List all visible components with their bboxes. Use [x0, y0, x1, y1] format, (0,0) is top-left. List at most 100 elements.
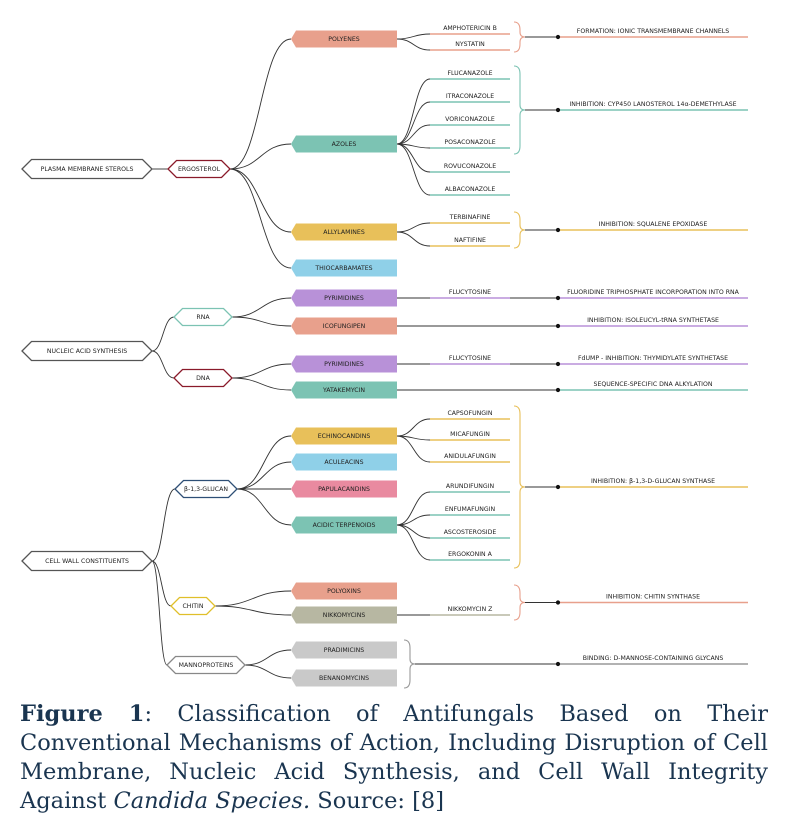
connector-line	[151, 316, 175, 352]
drug-caspofungin: CAPSOFUNGIN	[447, 410, 492, 417]
root-plasma-membrane-sterols-label: PLASMA MEMBRANE STEROLS	[41, 166, 134, 173]
class-acidic-terpenoids-label: ACIDIC TERPENOIDS	[313, 522, 376, 529]
connector-line	[231, 297, 292, 318]
class-icofungipen-label: ICOFUNGIPEN	[323, 323, 366, 330]
connector-line	[396, 418, 431, 437]
class-allylamines	[291, 223, 397, 241]
connector-line	[396, 491, 431, 526]
class-nikkomycins	[291, 606, 397, 624]
class-papulacandins-label: PAPULACANDINS	[318, 486, 370, 493]
mechanism-yatakemycin: SEQUENCE-SPECIFIC DNA ALKYLATION	[594, 381, 713, 388]
mechanism-dot	[555, 387, 561, 393]
caption-text: : Classification of Antifungals Based on…	[20, 701, 768, 814]
brace-azoles	[513, 65, 526, 155]
mechanism-dot	[555, 227, 561, 233]
brace-glucan	[513, 405, 526, 569]
drug-anidulafungin: ANIDULAFUNGIN	[444, 453, 496, 460]
drug-amphotericin: AMPHOTERICIN B	[443, 25, 497, 32]
target-chitin-label: CHITIN	[182, 603, 203, 610]
class-echinocandins	[291, 427, 397, 445]
class-acidic-terpenoids	[291, 516, 397, 534]
connector-line	[229, 168, 292, 269]
class-aculeacins-label: ACULEACINS	[324, 459, 363, 466]
mechanism-flucytosine-dna: FdUMP - INHIBITION: THYMIDYLATE SYNTHETA…	[578, 355, 728, 362]
connector-line	[236, 435, 292, 490]
connector-line	[151, 560, 172, 607]
connector-line	[396, 524, 431, 539]
connector-line	[396, 514, 431, 526]
drug-naftifine: NAFTIFINE	[454, 237, 486, 244]
mechanism-dot	[555, 661, 561, 667]
mechanism-polyenes: FORMATION: IONIC TRANSMEMBRANE CHANNELS	[577, 28, 729, 35]
caption-label: Figure 1	[20, 701, 145, 727]
target-ergosterol-label: ERGOSTEROL	[178, 166, 221, 173]
connector-line	[151, 560, 168, 666]
root-cell-wall-constituents	[21, 550, 153, 572]
connector-line	[244, 649, 292, 666]
target-mannoproteins	[166, 655, 246, 675]
class-polyenes-label: POLYENES	[328, 36, 359, 43]
mechanism-chitin: INHIBITION: CHITIN SYNTHASE	[606, 594, 700, 601]
class-aculeacins	[291, 453, 397, 471]
class-thiocarbamates-label: THIOCARBAMATES	[314, 265, 372, 272]
class-echinocandins-label: ECHINOCANDINS	[318, 433, 371, 440]
drug-arundifungin: ARUNDIFUNGIN	[446, 483, 495, 490]
connector-line	[229, 168, 292, 233]
connector-line	[396, 524, 431, 561]
class-pyrimidines-rna	[291, 289, 397, 307]
connector-line	[396, 124, 431, 145]
drug-albaconazole: ALBACONAZOLE	[445, 186, 496, 193]
drug-itraconazole: ITRACONAZOLE	[446, 93, 494, 100]
drug-fluconazole: FLUCANAZOLE	[447, 70, 492, 77]
class-thiocarbamates	[291, 259, 397, 277]
target-ergosterol	[167, 159, 231, 179]
drug-ravuconazole: ROVUCONAZOLE	[444, 163, 496, 170]
class-azoles-label: AZOLES	[332, 141, 357, 148]
drug-flucytosine-dna: FLUCYTOSINE	[449, 355, 491, 362]
connector-line	[236, 488, 292, 526]
connector-line	[236, 461, 292, 490]
mechanism-flucytosine-rna: FLUORIDINE TRIPHOSPHATE INCORPORATION IN…	[567, 289, 740, 296]
connector-line	[229, 143, 292, 170]
connector-line	[231, 377, 292, 391]
target-glucan-label: β-1,3-GLUCAN	[184, 486, 228, 493]
mechanism-dot	[555, 484, 561, 490]
caption-source: Source: [8]	[310, 788, 445, 814]
figure-caption: Figure 1: Classification of Antifungals …	[20, 700, 768, 816]
drug-flucytosine-rna: FLUCYTOSINE	[449, 289, 491, 296]
connector-line	[229, 38, 292, 170]
class-polyoxins	[291, 582, 397, 600]
drug-ascosteroside: ASCOSTEROSIDE	[444, 529, 497, 536]
class-pradimicins	[291, 641, 397, 659]
class-pyrimidines-rna-label: PYRIMIDINES	[324, 295, 364, 302]
labels-layer: PLASMA MEMBRANE STEROLS NUCLEIC ACID SYNT…	[41, 25, 740, 682]
mechanism-dot	[555, 34, 561, 40]
connector-line	[396, 143, 431, 196]
drug-terbinafine: TERBINAFINE	[449, 214, 491, 221]
mechanism-dot	[555, 600, 561, 605]
class-benanomycins	[291, 669, 397, 687]
drug-enfumafungin: ENFUMAFUNGIN	[445, 506, 496, 513]
class-papulacandins	[291, 480, 397, 498]
drug-micafungin: MICAFUNGIN	[450, 431, 490, 438]
brace-polyenes	[513, 21, 526, 53]
class-polyoxins-label: POLYOXINS	[327, 588, 361, 595]
mechanism-dot	[555, 323, 561, 329]
root-nucleic-acid-synthesis-label: NUCLEIC ACID SYNTHESIS	[47, 348, 127, 355]
connector-line	[214, 590, 292, 607]
class-yatakemycin-label: YATAKEMYCIN	[322, 387, 365, 394]
class-nikkomycins-label: NIKKOMYCINS	[323, 612, 366, 619]
connector-line	[396, 38, 431, 51]
class-benanomycins-label: BENANOMYCINS	[319, 675, 369, 682]
target-mannoproteins-label: MANNOPROTEINS	[179, 662, 234, 669]
class-polyenes	[291, 30, 397, 48]
target-rna-label: RNA	[196, 314, 210, 321]
brace-allylamines	[513, 211, 526, 249]
nodes-layer	[21, 30, 561, 687]
target-glucan	[174, 479, 238, 499]
drug-voriconazole: VORICONAZOLE	[445, 116, 495, 123]
drug-posaconazole: POSACONAZOLE	[444, 139, 495, 146]
class-yatakemycin	[291, 381, 397, 399]
mechanism-dot	[555, 361, 561, 367]
class-icofungipen	[291, 317, 397, 335]
